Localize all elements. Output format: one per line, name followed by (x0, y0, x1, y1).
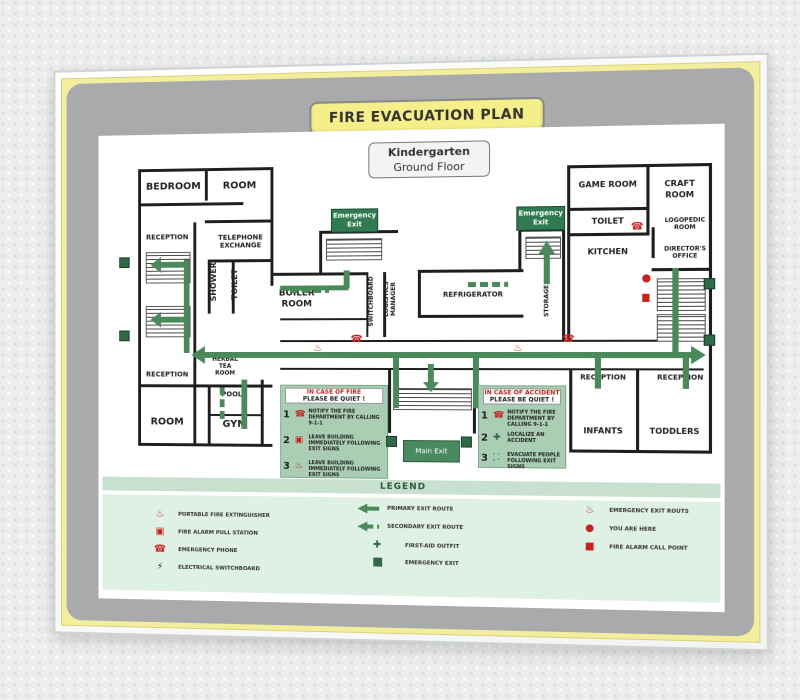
primary-route-arrowhead (191, 346, 205, 364)
switchboard-icon: ⚡ (156, 561, 164, 573)
legend-exit-routs: ♨ EMERGENCY EXIT ROUTS (578, 504, 689, 517)
legend-label: FIRE ALARM PULL STATION (178, 528, 258, 537)
legend-first-aid: ✚ FIRST-AID OUTFIT (357, 539, 459, 552)
emergency-exit-icon (703, 334, 716, 346)
fire-header: IN CASE OF FIRE PLEASE BE QUIET ! (285, 387, 384, 404)
legend-call-point: ■ FIRE ALARM CALL POINT (578, 541, 688, 554)
you-are-here-marker (642, 274, 651, 283)
legend-label: FIRE ALARM CALL POINT (609, 543, 688, 552)
step-text: LEAVE BUILDING IMMEDIATELY FOLLOWING EXI… (308, 460, 381, 479)
legend-you-are-here: ● YOU ARE HERE (578, 523, 656, 535)
primary-route-segment (672, 267, 679, 356)
legend-label: PORTABLE FIRE EXTINGUISHER (178, 511, 270, 519)
primary-route-segment (343, 270, 350, 289)
primary-route-segment (157, 316, 186, 323)
primary-route-corridor (202, 352, 694, 359)
emergency-phone-icon: ☎ (630, 221, 644, 233)
first-aid-icon: ✚ (493, 432, 501, 443)
primary-route-arrowhead (150, 257, 161, 273)
step-text: EVACUATE PEOPLE FOLLOWING EXIT SIGNS (507, 451, 561, 471)
accident-subheading: PLEASE BE QUIET ! (489, 396, 555, 404)
primary-route-arrowhead (691, 345, 706, 365)
step-text: NOTIFY THE FIRE DEPARTMENT BY CALLING 9-… (308, 408, 380, 427)
secondary-route-icon (357, 521, 380, 532)
primary-route-segment (280, 285, 349, 291)
accident-header: IN CASE OF ACCIDENT PLEASE BE QUIET ! (482, 388, 562, 405)
accident-step: 3 ⛶ EVACUATE PEOPLE FOLLOWING EXIT SIGNS (479, 449, 565, 470)
emergency-exit-icon (703, 278, 716, 290)
primary-route-segment (183, 259, 190, 353)
primary-route-arrowhead (538, 240, 555, 254)
fire-extinguisher-icon: ♨ (313, 343, 323, 354)
step-number: 3 (283, 460, 290, 472)
legend-emergency-exit: EMERGENCY EXIT (357, 557, 459, 568)
evacuation-routes (150, 240, 706, 429)
fire-step: 2 ▣ LEAVE BUILDING IMMEDIATELY FOLLOWING… (281, 431, 387, 458)
evacuation-plan-sign: FIRE EVACUATION PLAN Kindergarten Ground… (53, 52, 769, 652)
floor-plan-sheet: Kindergarten Ground Floor (98, 123, 725, 613)
call-point-icon: ■ (584, 541, 595, 553)
fire-extinguisher-icon: ♨ (294, 460, 303, 471)
emergency-phone-icon: ☎ (154, 543, 166, 555)
emergency-exit-icon (460, 436, 472, 448)
step-number: 1 (480, 410, 488, 422)
emergency-phone-icon: ☎ (350, 334, 363, 346)
emergency-phone-icon: ☎ (562, 333, 575, 345)
step-text: LOCALIZE AN ACCIDENT (507, 431, 545, 445)
emergency-exit-icon: ⛶ (493, 452, 500, 463)
legend-label: SECONDARY EXIT ROUTE (387, 523, 464, 531)
primary-route-arrowhead (422, 382, 439, 393)
step-number: 3 (480, 452, 488, 464)
alarm-pull-station-icon: ▣ (294, 435, 304, 446)
primary-route-segment (241, 379, 248, 429)
emergency-exit-icon (357, 557, 397, 567)
legend-secondary-route: SECONDARY EXIT ROUTE (357, 521, 463, 533)
primary-route-segment (157, 261, 186, 268)
emergency-exit-icon (119, 257, 130, 269)
you-are-here-icon: ● (585, 522, 595, 535)
fire-step: 1 ☎ NOTIFY THE FIRE DEPARTMENT BY CALLIN… (281, 405, 387, 431)
primary-route-icon (357, 503, 380, 514)
fire-subheading: PLEASE BE QUIET ! (302, 395, 366, 403)
step-number: 2 (480, 432, 488, 444)
legend-label: PRIMARY EXIT ROUTE (387, 505, 454, 513)
legend-primary-route: PRIMARY EXIT ROUTE (357, 503, 453, 514)
step-text: LEAVE BUILDING IMMEDIATELY FOLLOWING EXI… (308, 434, 381, 453)
exit-routs-icon: ♨ (585, 504, 595, 516)
emergency-phone-icon: ☎ (493, 410, 505, 421)
fire-extinguisher-icon: ♨ (155, 508, 165, 520)
legend-alarm-pull: ▣ FIRE ALARM PULL STATION (150, 526, 258, 539)
legend-label: FIRST-AID OUTFIT (404, 542, 460, 550)
fire-alarm-call-point-marker (642, 293, 650, 302)
primary-route-segment (594, 358, 601, 389)
accident-instructions: IN CASE OF ACCIDENT PLEASE BE QUIET ! 1 … (477, 385, 567, 470)
step-number: 2 (283, 435, 290, 447)
emergency-exit-icon (119, 330, 130, 342)
primary-route-arrowhead (150, 311, 161, 328)
legend-phone: ☎ EMERGENCY PHONE (150, 543, 238, 556)
emergency-exit-icon (386, 435, 398, 447)
legend-label: YOU ARE HERE (609, 525, 657, 533)
legend-label: EMERGENCY PHONE (178, 546, 238, 554)
step-text: NOTIFY THE FIRE DEPARTMENT BY CALLING 9-… (507, 409, 556, 428)
fire-instructions: IN CASE OF FIRE PLEASE BE QUIET ! 1 ☎ NO… (280, 384, 389, 479)
legend-extinguisher: ♨ PORTABLE FIRE EXTINGUISHER (150, 508, 270, 521)
legend-label: EMERGENCY EXIT (404, 559, 459, 567)
first-aid-icon: ✚ (373, 539, 382, 551)
legend-label: ELECTRICAL SWITCHBOARD (178, 564, 260, 572)
legend-label: EMERGENCY EXIT ROUTS (609, 507, 689, 515)
primary-route-segment (682, 358, 690, 389)
alarm-pull-station-icon: ▣ (155, 526, 165, 538)
step-number: 1 (283, 409, 290, 421)
fire-extinguisher-icon: ♨ (513, 342, 523, 355)
accident-step: 1 ☎ NOTIFY THE FIRE DEPARTMENT BY CALLIN… (479, 406, 565, 429)
primary-route-segment (427, 364, 434, 385)
accident-step: 2 ✚ LOCALIZE AN ACCIDENT (479, 429, 565, 450)
primary-route-segment (543, 253, 550, 285)
primary-route-segment (472, 358, 479, 409)
legend: ♨ PORTABLE FIRE EXTINGUISHER ▣ FIRE ALAR… (102, 494, 721, 603)
primary-route-segment (393, 358, 400, 409)
emergency-phone-icon: ☎ (294, 409, 306, 420)
legend-switchboard: ⚡ ELECTRICAL SWITCHBOARD (150, 561, 260, 574)
